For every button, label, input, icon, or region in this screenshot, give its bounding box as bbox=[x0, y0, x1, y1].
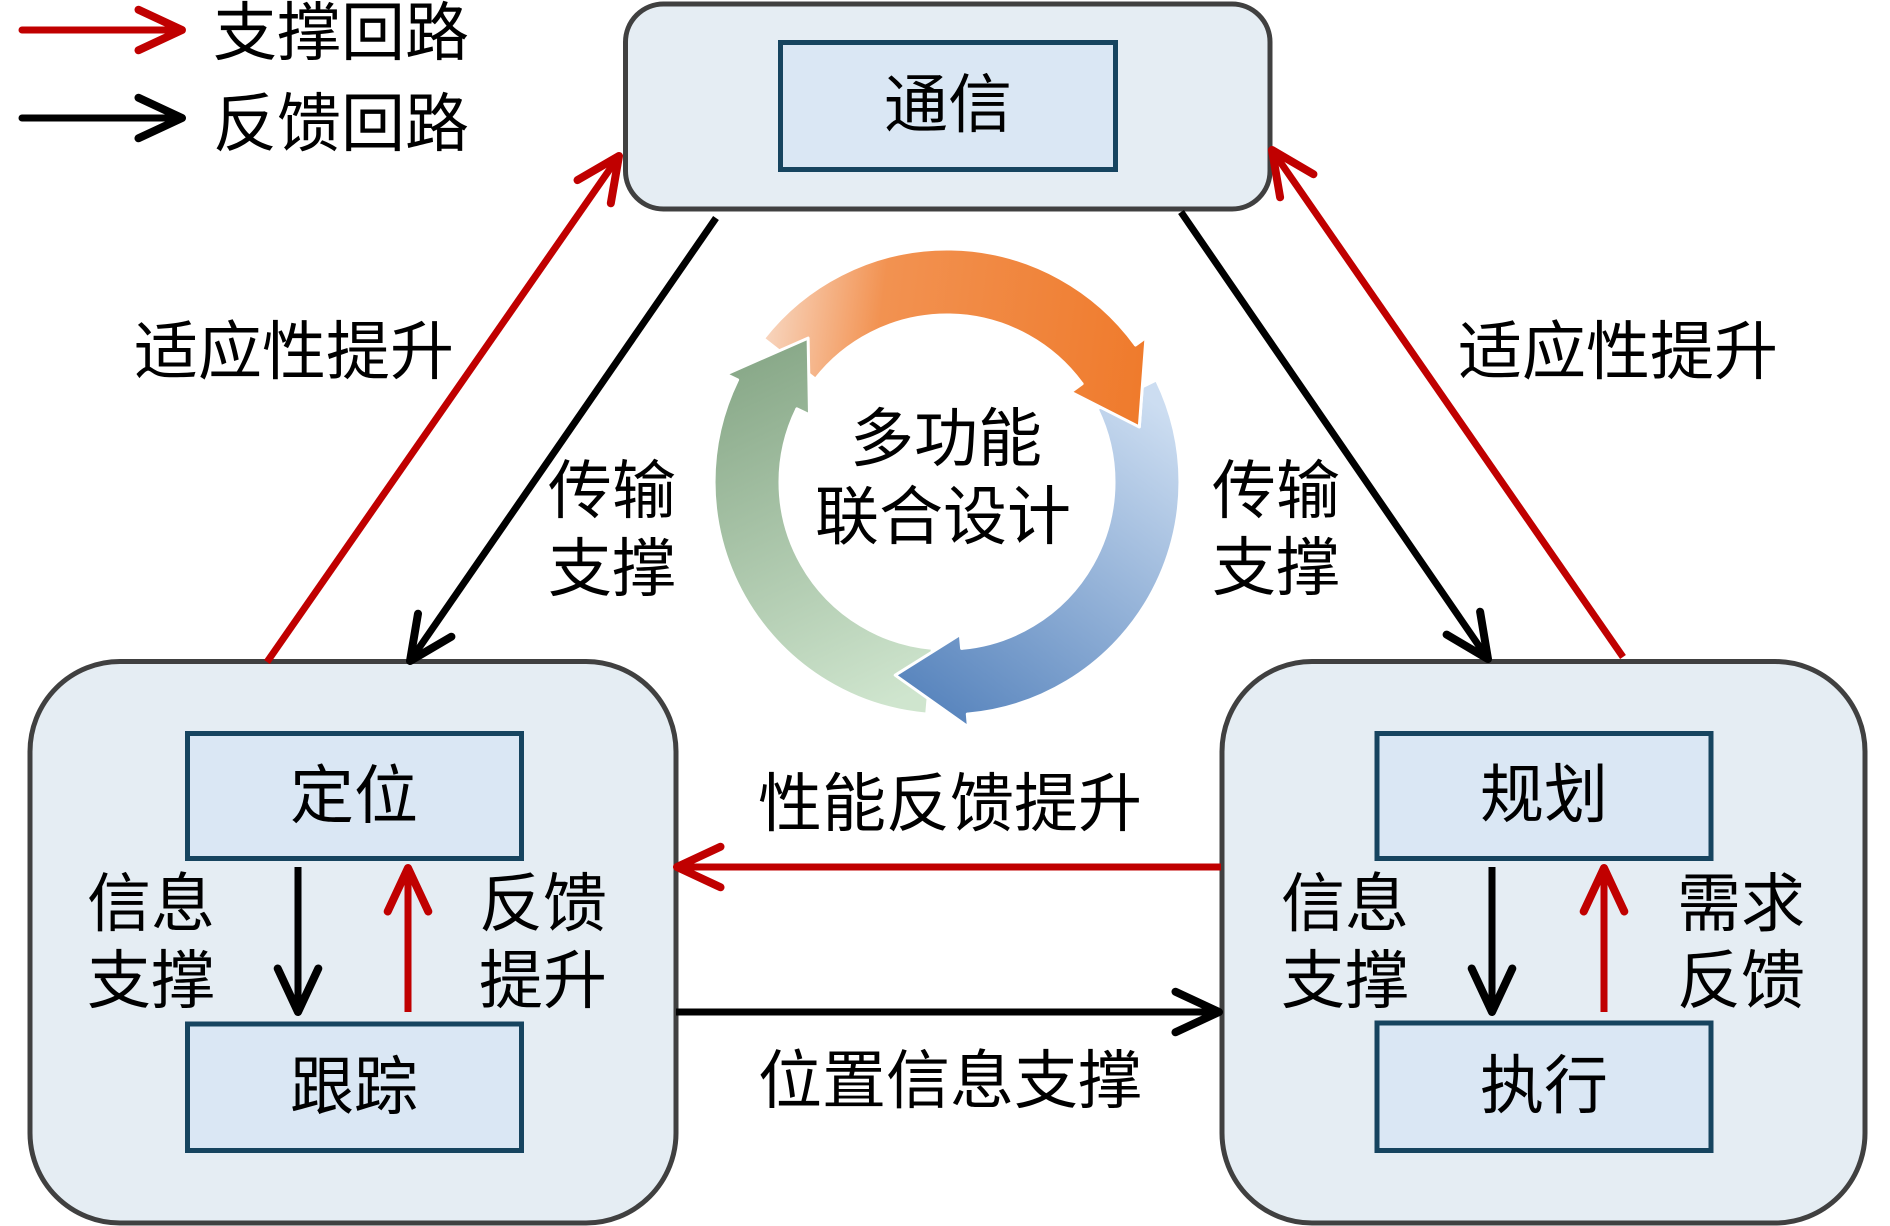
arrow-communication-to-localization bbox=[406, 216, 719, 665]
arrow-tracking-to-localization bbox=[383, 864, 433, 1012]
arrow-execution-to-planning bbox=[1579, 864, 1629, 1012]
cycle-arrowhead-blue bbox=[895, 634, 969, 728]
cycle-arrowhead-orange-outline bbox=[1069, 335, 1148, 429]
arrowhead bbox=[1579, 864, 1629, 916]
localization-module-border bbox=[27, 659, 679, 1226]
planning-to-communication-label: 适应性提升 bbox=[1458, 316, 1778, 390]
arrow-line bbox=[407, 216, 719, 663]
planning-up-label-line2: 反馈 bbox=[1677, 945, 1805, 1019]
legend-support-loop-arrow bbox=[18, 5, 186, 55]
localization-function-label: 定位 bbox=[290, 760, 418, 834]
execution-function-label: 执行 bbox=[1480, 1050, 1608, 1124]
arrowhead bbox=[673, 842, 725, 892]
cycle-arrowhead-orange bbox=[1070, 337, 1146, 427]
localization-up-label-line2: 提升 bbox=[479, 945, 607, 1019]
planning-down-label-line1: 信息 bbox=[1281, 868, 1409, 942]
planning-module: 规划 执行 信息 支撑 需求 反馈 bbox=[1219, 659, 1868, 1226]
cycle-arrowhead-green bbox=[725, 338, 810, 415]
planning-function-box bbox=[1377, 733, 1711, 859]
arrow-communication-to-planning bbox=[1178, 210, 1492, 663]
cycle-arrowhead-green-outline bbox=[724, 336, 811, 417]
arrowhead bbox=[383, 864, 433, 916]
execution-function-box bbox=[1377, 1023, 1711, 1151]
localization-to-planning-label: 位置信息支撑 bbox=[758, 1045, 1142, 1119]
localization-function-box bbox=[187, 733, 522, 859]
arrow-planning-to-communication bbox=[1268, 146, 1626, 659]
communication-to-planning-label-line1: 传输 bbox=[1212, 455, 1340, 529]
legend-support-loop-label: 支撑回路 bbox=[213, 0, 469, 71]
joint-design-cycle: 多功能 联合设计 bbox=[712, 247, 1182, 729]
arrowhead bbox=[273, 964, 323, 1016]
arrow-line bbox=[1269, 148, 1626, 659]
localization-down-label-line2: 支撑 bbox=[87, 945, 215, 1019]
localization-up-label-line1: 反馈 bbox=[479, 868, 607, 942]
localization-down-label-line1: 信息 bbox=[87, 868, 215, 942]
communication-module-border bbox=[623, 1, 1273, 212]
legend-feedback-loop-arrow bbox=[18, 93, 186, 143]
arrowhead bbox=[1171, 987, 1223, 1037]
cycle-title-line1: 多功能 bbox=[850, 403, 1042, 477]
communication-to-planning-label-line2: 支撑 bbox=[1212, 532, 1340, 606]
communication-function-border bbox=[778, 40, 1118, 172]
arrow-line bbox=[1178, 210, 1491, 661]
planning-function-border bbox=[1374, 731, 1714, 861]
arrowhead bbox=[134, 93, 186, 143]
communication-to-localization-label-line1: 传输 bbox=[548, 455, 676, 529]
tracking-function-label: 跟踪 bbox=[290, 1051, 418, 1125]
communication-to-localization-label-line2: 支撑 bbox=[548, 533, 676, 607]
cycle-arrowhead-blue-outline bbox=[893, 632, 970, 729]
planning-function-label: 规划 bbox=[1480, 759, 1608, 833]
localization-module: 定位 跟踪 信息 支撑 反馈 提升 bbox=[27, 659, 679, 1226]
arrowhead bbox=[406, 609, 456, 665]
arrow-localization-to-planning bbox=[676, 987, 1223, 1037]
localization-function-border bbox=[185, 731, 524, 861]
arrowhead bbox=[1442, 607, 1492, 663]
legend: 支撑回路 反馈回路 bbox=[18, 0, 469, 162]
communication-function-box bbox=[780, 42, 1116, 170]
tracking-function-box bbox=[187, 1024, 522, 1151]
arrowhead bbox=[573, 152, 623, 208]
arrow-localization-to-tracking bbox=[273, 867, 323, 1016]
cycle-title-line2: 联合设计 bbox=[815, 481, 1071, 555]
planning-down-label-line2: 支撑 bbox=[1281, 945, 1409, 1019]
arrowhead bbox=[134, 5, 186, 55]
communication-module: 通信 bbox=[623, 1, 1273, 212]
planning-to-localization-label: 性能反馈提升 bbox=[758, 768, 1142, 842]
arrow-localization-to-communication bbox=[264, 152, 623, 664]
arrowhead bbox=[1268, 146, 1318, 202]
arrow-line bbox=[264, 154, 622, 664]
communication-function-label: 通信 bbox=[884, 69, 1012, 143]
planning-module-border bbox=[1219, 659, 1868, 1226]
planning-up-label-line1: 需求 bbox=[1677, 868, 1805, 942]
legend-feedback-loop-label: 反馈回路 bbox=[213, 88, 469, 162]
arrow-planning-to-execution bbox=[1467, 867, 1517, 1016]
localization-to-communication-label: 适应性提升 bbox=[134, 316, 454, 390]
execution-function-border bbox=[1374, 1020, 1714, 1153]
tracking-function-border bbox=[185, 1021, 524, 1153]
arrow-planning-to-localization bbox=[673, 842, 1221, 892]
arrowhead bbox=[1467, 964, 1517, 1016]
